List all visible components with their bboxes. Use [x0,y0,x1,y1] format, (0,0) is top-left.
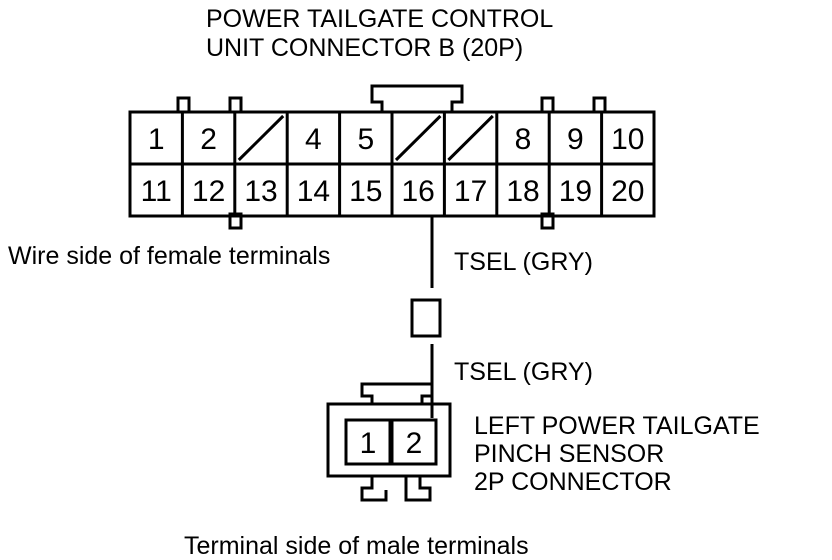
connector-b-tab [228,96,243,114]
connector-b-pin-2: 2 [200,123,217,156]
connector-b-empty-cavity [394,114,442,162]
connector-b-pin-8: 8 [515,123,532,156]
wire-splice-box [410,298,442,338]
connector-b-tab [540,96,555,114]
sensor-connector-2p: 1 2 [326,382,452,502]
sensor-connector-outline [326,402,452,478]
connector-b-pin-14: 14 [297,175,330,208]
connector-b-pin-12: 12 [192,175,225,208]
sensor-connector-foot [360,476,388,502]
connector-b-pin-17: 17 [454,175,487,208]
connector-b-tab [540,212,555,230]
connector-b-pin-11: 11 [141,175,172,208]
connector-b-pin-19: 19 [559,175,592,208]
connector-b-pin-18: 18 [506,175,539,208]
connector-b-title-line1: POWER TAILGATE CONTROL [206,5,553,33]
connector-b-pin-5: 5 [357,123,374,156]
sensor-connector-label-line3: 2P CONNECTOR [474,468,672,496]
connector-b-pin-4: 4 [305,123,322,156]
sensor-connector-pin-cell [344,418,392,466]
wire-lower-label: TSEL (GRY) [454,358,593,386]
sensor-connector-label-line1: LEFT POWER TAILGATE [474,412,760,440]
connector-b-pin-16: 16 [402,175,435,208]
sensor-pin-1: 1 [360,427,377,460]
sensor-pin-2: 2 [406,427,423,460]
sensor-connector-latch [360,382,434,404]
connector-b-pin-9: 9 [567,123,584,156]
connector-b-pin-15: 15 [349,175,382,208]
sensor-connector-foot [404,476,432,502]
connector-b-pin-1: 1 [148,123,165,156]
wire-upper-label: TSEL (GRY) [454,248,593,276]
sensor-connector-pin-cell [390,418,438,466]
connector-b-latch [370,84,464,112]
connector-b-tab [176,96,191,114]
connector-b-empty-cavity [237,114,285,162]
connector-b-side-label: Wire side of female terminals [8,242,330,270]
connector-b-empty-cavity [447,114,494,162]
connector-b-pin-13: 13 [244,175,277,208]
sensor-connector-label-line2: PINCH SENSOR [474,440,664,468]
connector-b-pin-20: 20 [611,175,644,208]
sensor-connector-side-label: Terminal side of male terminals [184,532,529,560]
connector-b-pin-10: 10 [611,123,644,156]
connector-b-title-line2: UNIT CONNECTOR B (20P) [206,34,523,62]
connector-b-tab [592,96,607,114]
connector-b-grid [130,112,654,216]
